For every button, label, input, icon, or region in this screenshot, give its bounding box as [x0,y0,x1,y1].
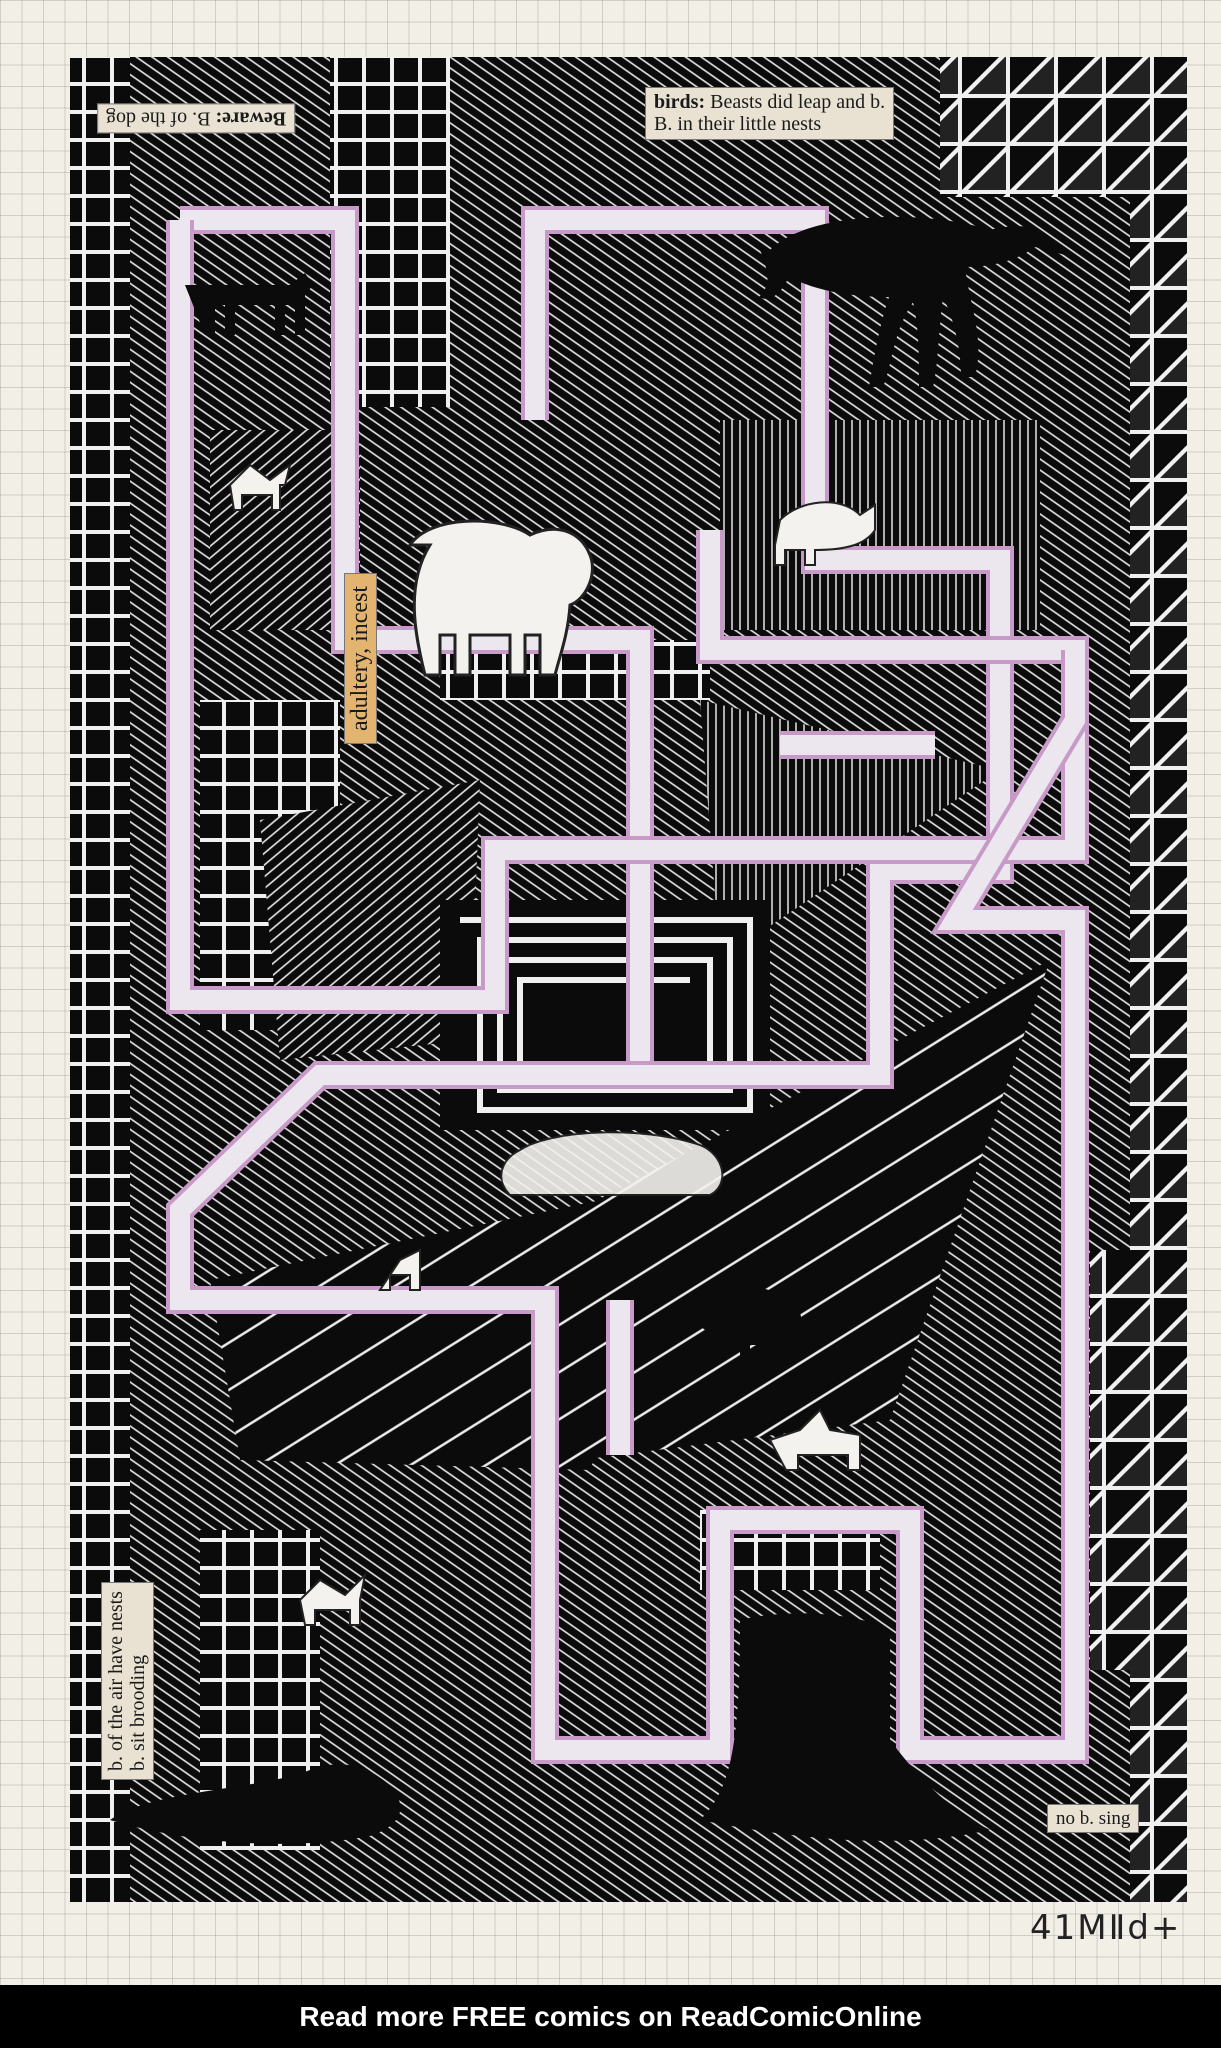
clipping-fowls-line2: b. sit brooding [127,1654,150,1771]
clipping-fowls: b. of the air have nests b. sit brooding [101,1582,154,1780]
clipping-beware-text: B. of the dog [106,107,211,130]
clipping-birds-line2: B. in their little nests [654,113,822,136]
hatch-panels [210,420,1050,1470]
clipping-fowls-line1: b. of the air have nests [105,1591,127,1771]
anteater-figure [759,216,1065,387]
clipping-birds-line1: birds: Beasts did leap and b. [654,91,885,113]
clipping-beware-term: Beware: [215,107,287,130]
graph-paper-page: Beware: B. of the dog birds: Beasts did … [0,0,1221,1985]
clipping-adultery: adultery, incest [344,572,377,744]
clipping-no-sing: no b. sing [1047,1804,1140,1834]
clipping-beware: Beware: B. of the dog [97,103,296,134]
dog-figure [185,273,313,335]
maze-drawing [70,57,1187,1902]
clipping-birds-text1: Beasts did leap and b. [710,91,886,113]
footer-banner: Read more FREE comics on ReadComicOnline [0,1985,1221,2048]
clipping-birds-term: birds: [654,91,706,113]
read-more-link[interactable]: Read more FREE comics on ReadComicOnline [299,2000,922,2032]
dark-silhouettes [110,1613,990,1844]
artist-signature: 41MⅡd+ [1030,1908,1182,1948]
elephant-figure [407,519,594,677]
clipping-birds: birds: Beasts did leap and b. B. in thei… [645,87,895,140]
small-animals [228,462,876,1626]
creature-figures [110,216,1065,1844]
